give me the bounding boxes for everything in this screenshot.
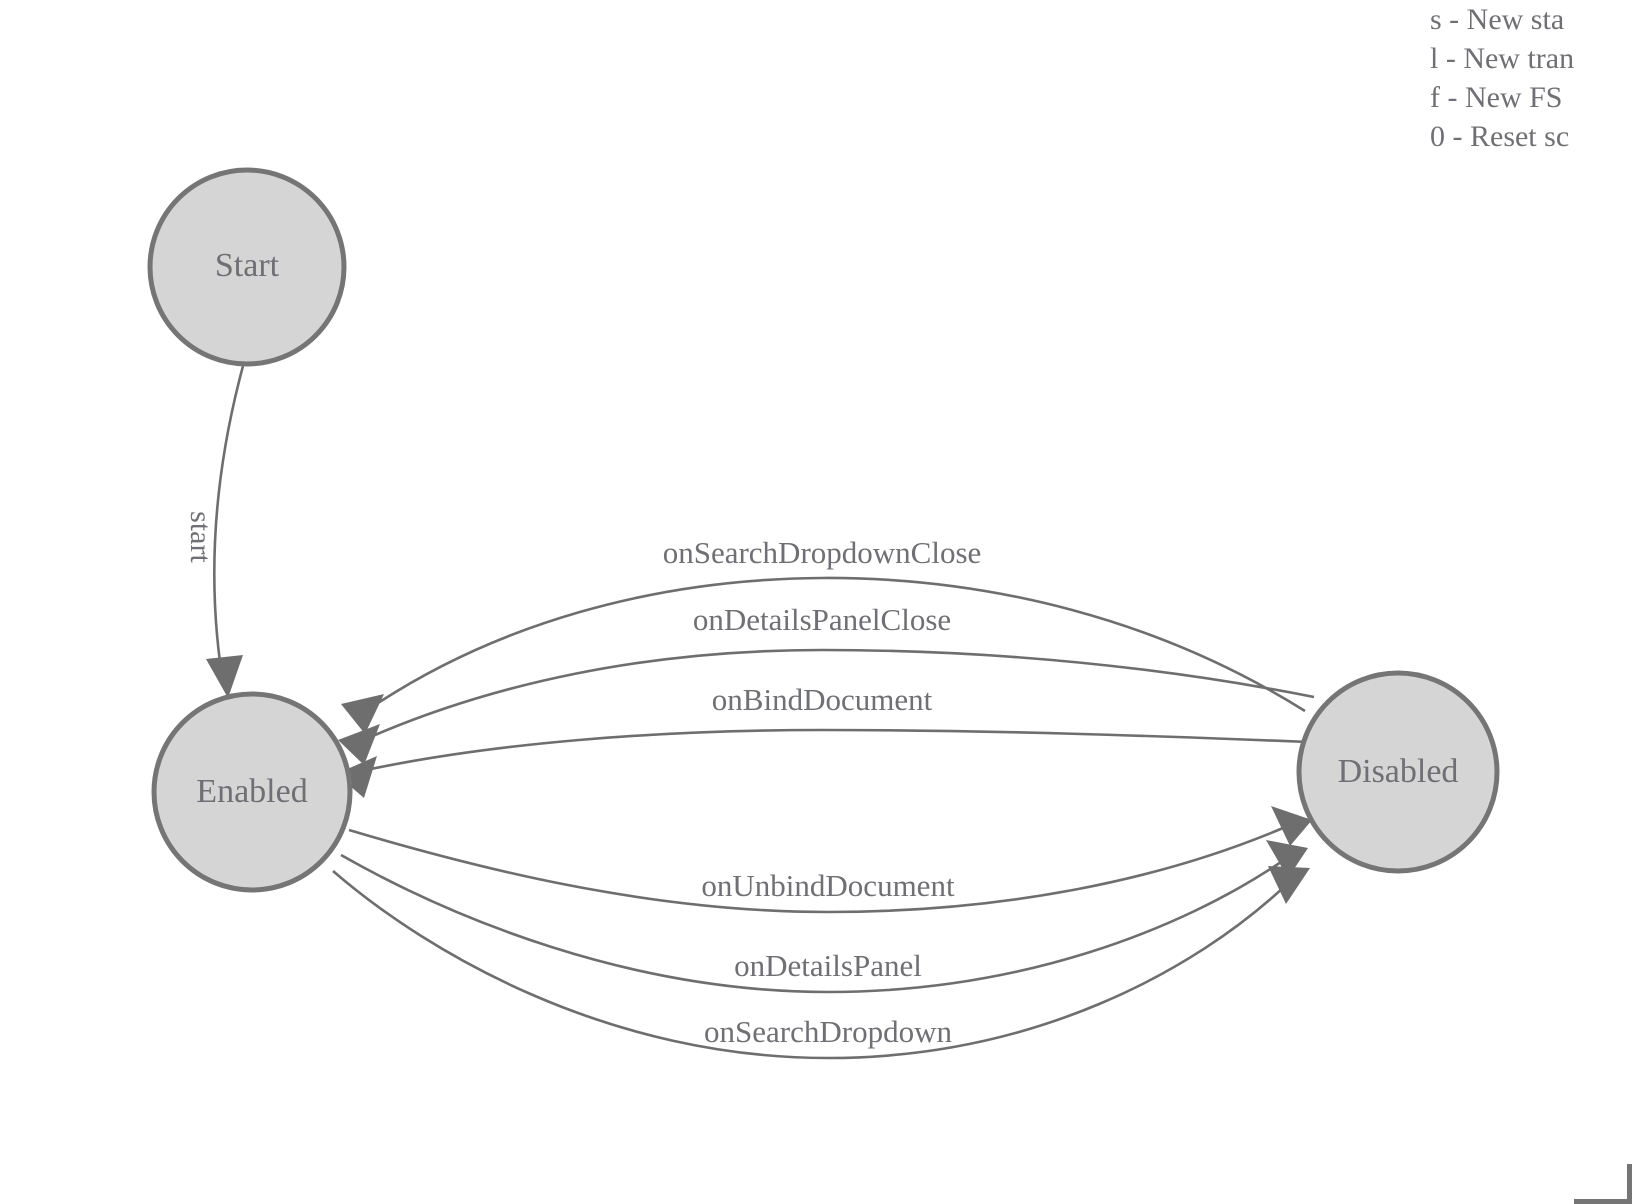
edge-onbinddocument[interactable] <box>336 728 1309 798</box>
node-disabled-label: Disabled <box>1338 753 1459 790</box>
node-start-shape <box>147 167 347 367</box>
edge-path-ondetailspanel <box>340 853 1282 994</box>
arrowhead-onsearchdropdown <box>1268 866 1310 904</box>
keyboard-shortcut-help: s - New sta l - New tran f - New FS 0 - … <box>1430 0 1632 156</box>
edge-path-onunbinddocument <box>348 826 1284 914</box>
help-line-new-state: s - New sta <box>1430 3 1565 36</box>
help-line-reset: 0 - Reset sc <box>1430 120 1570 153</box>
edge-path-ondetailspanelclose <box>367 648 1315 740</box>
node-enabled-shape <box>151 691 353 893</box>
edge-onsearchdropdown[interactable] <box>332 866 1310 1060</box>
edge-path-onsearchdropdown <box>332 870 1286 1060</box>
arrowhead-start <box>206 655 243 698</box>
edge-label-onsearchdropdownclose: onSearchDropdownClose <box>663 535 982 570</box>
resize-corner-horizontal-bar <box>1574 1199 1632 1204</box>
edge-ondetailspanelclose[interactable] <box>338 648 1315 765</box>
edge-label-ondetailspanel: onDetailsPanel <box>734 948 922 983</box>
arrowhead-onsearchdropdownclose <box>341 694 384 734</box>
arrowhead-ondetailspanel <box>1266 840 1308 878</box>
arrowhead-onbinddocument <box>336 756 377 798</box>
edge-label-onunbinddocument: onUnbindDocument <box>701 868 955 903</box>
node-start-label: Start <box>215 247 280 284</box>
node-disabled-shape <box>1296 670 1500 874</box>
node-start[interactable]: Start <box>147 167 347 367</box>
node-enabled-label: Enabled <box>196 773 307 810</box>
edge-label-ondetailspanelclose: onDetailsPanelClose <box>693 602 951 637</box>
edge-label-start: start <box>184 511 217 563</box>
edge-onunbinddocument[interactable] <box>348 806 1312 914</box>
resize-corner-vertical-bar <box>1627 1164 1632 1204</box>
resize-corner-handle[interactable] <box>1574 1164 1632 1204</box>
help-line-new-fsm: f - New FS <box>1430 81 1563 114</box>
help-line-new-transition: l - New tran <box>1430 42 1575 75</box>
arrowhead-ondetailspanelclose <box>338 724 380 765</box>
edge-label-onbinddocument: onBindDocument <box>712 682 933 717</box>
node-disabled[interactable]: Disabled <box>1296 670 1500 874</box>
edge-ondetailspanel[interactable] <box>340 840 1308 994</box>
edge-path-start <box>213 365 245 663</box>
node-enabled[interactable]: Enabled <box>151 691 353 893</box>
arrowhead-onunbinddocument <box>1271 806 1312 846</box>
edge-onsearchdropdownclose[interactable] <box>341 576 1306 734</box>
edge-start-to-enabled[interactable] <box>206 365 245 698</box>
edge-path-onsearchdropdownclose <box>371 576 1306 713</box>
edge-path-onbinddocument <box>365 728 1309 772</box>
edge-label-onsearchdropdown: onSearchDropdown <box>704 1014 952 1049</box>
